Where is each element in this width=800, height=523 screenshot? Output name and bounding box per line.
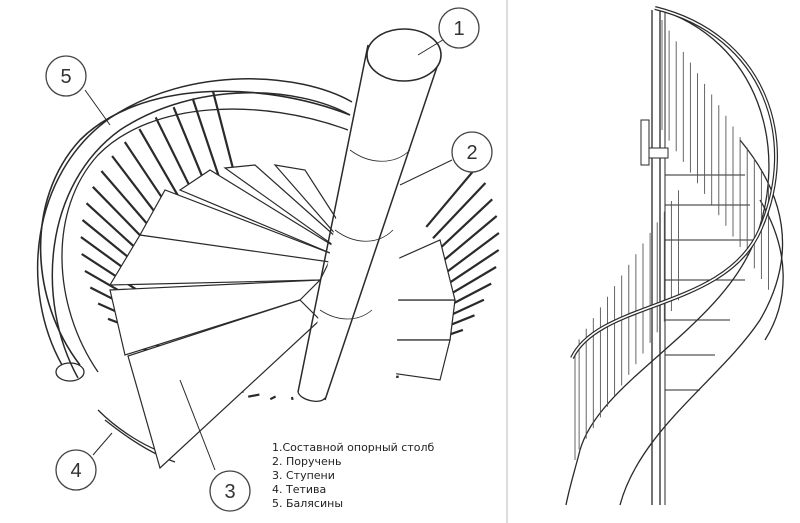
callout-4: 4 <box>55 432 113 491</box>
baluster <box>437 198 493 252</box>
baluster <box>290 396 294 401</box>
callout-1: 1 <box>417 7 480 56</box>
side-handrail <box>570 6 778 359</box>
side-view <box>565 6 784 506</box>
baluster <box>432 182 487 240</box>
baluster <box>138 128 181 200</box>
baluster <box>100 170 153 231</box>
baluster <box>211 91 235 172</box>
plan-view: 1 2 3 4 5 1.Составной опорный столб 2. П… <box>36 7 500 512</box>
callout-2: 2 <box>399 131 493 186</box>
baluster <box>425 166 478 228</box>
svg-text:3: 3 <box>224 481 235 503</box>
baluster <box>111 155 161 220</box>
parts-legend: 1.Составной опорный столб 2. Поручень 3.… <box>272 441 435 510</box>
callout-5: 5 <box>45 55 111 126</box>
baluster <box>442 249 500 289</box>
baluster <box>440 215 498 264</box>
baluster <box>85 202 142 254</box>
legend-line: 2. Поручень <box>272 455 341 468</box>
legend-line: 5. Балясины <box>272 497 343 510</box>
baluster <box>247 393 260 398</box>
side-stringer <box>565 7 784 506</box>
legend-line: 4. Тетива <box>272 483 326 496</box>
baluster <box>269 395 277 401</box>
handrail <box>36 78 353 379</box>
svg-text:5: 5 <box>60 66 71 88</box>
steps <box>108 164 456 470</box>
handrail-end <box>55 362 85 382</box>
legend-line: 3. Ступени <box>272 469 335 482</box>
baluster <box>154 116 193 191</box>
baluster <box>172 106 206 184</box>
support-column <box>297 28 442 420</box>
side-support-column <box>640 10 669 505</box>
svg-text:4: 4 <box>70 460 81 482</box>
baluster <box>442 232 500 276</box>
baluster <box>191 98 220 177</box>
legend-line: 1.Составной опорный столб <box>272 441 435 454</box>
side-balusters <box>574 20 769 460</box>
callout-3: 3 <box>179 379 251 512</box>
svg-text:1: 1 <box>453 18 464 40</box>
baluster <box>92 186 147 242</box>
svg-text:2: 2 <box>466 142 477 164</box>
